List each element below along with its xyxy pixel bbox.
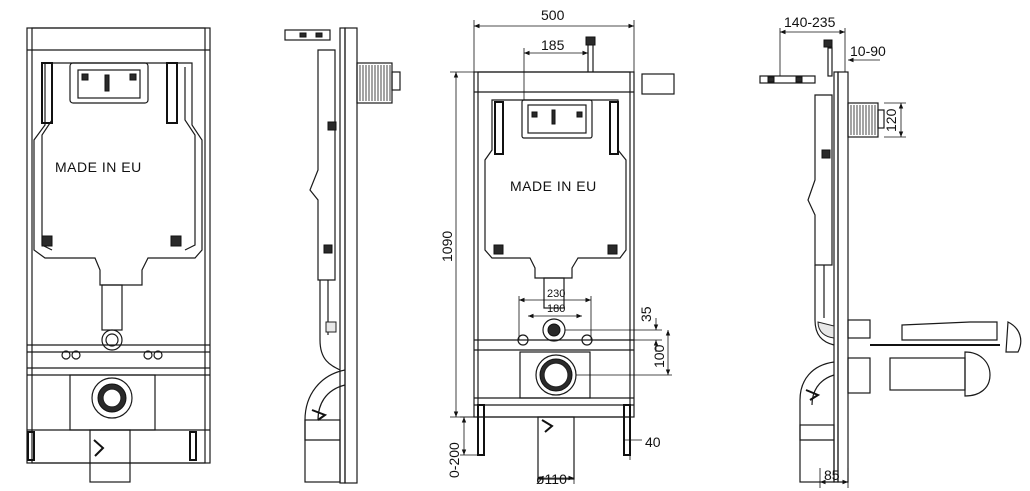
dim-feet-adjust bbox=[460, 416, 478, 456]
dim-depth-range-label: 140-235 bbox=[784, 14, 836, 30]
dim-foot-40-label: 40 bbox=[645, 434, 661, 450]
front-view-marking: MADE IN EU bbox=[55, 159, 142, 175]
dim-width-total-label: 500 bbox=[541, 7, 565, 23]
dim-wall-offset-label: 10-90 bbox=[850, 43, 886, 59]
dim-flush-box-height-label: 120 bbox=[883, 108, 899, 132]
right-ribbed-box bbox=[847, 102, 885, 138]
dim-fixing-outer bbox=[518, 296, 592, 340]
dim-offset-100-label: 100 bbox=[651, 344, 667, 368]
dim-drain-depth bbox=[819, 468, 849, 488]
dim-offset-35 bbox=[565, 318, 662, 352]
side-ribbed-box bbox=[356, 62, 401, 104]
dim-feet-adjust-label: 0-200 bbox=[446, 442, 462, 478]
dim-drain-diameter-label: ø110 bbox=[536, 471, 567, 487]
dim-height-total-label: 1090 bbox=[439, 231, 455, 262]
dim-flush-box-height bbox=[884, 102, 906, 138]
side-view-frame bbox=[284, 27, 401, 484]
dim-foot-40 bbox=[624, 430, 642, 460]
dim-offset-100 bbox=[576, 330, 672, 376]
dim-button-offset bbox=[523, 48, 589, 100]
dim-drain-diameter bbox=[537, 470, 575, 484]
center-view-frame bbox=[473, 36, 675, 480]
dim-button-offset-label: 185 bbox=[541, 37, 565, 53]
center-view-marking: MADE IN EU bbox=[510, 178, 597, 194]
dim-width-total bbox=[473, 20, 635, 72]
dim-depth-range bbox=[779, 28, 846, 76]
dim-fixing-inner-label: 180 bbox=[547, 303, 565, 315]
right-view-frame bbox=[759, 39, 1022, 483]
front-view-frame bbox=[26, 27, 211, 483]
dim-fixing-outer-label: 230 bbox=[547, 288, 565, 300]
dim-drain-depth-label: 85 bbox=[824, 467, 840, 483]
dim-offset-35-label: 35 bbox=[638, 306, 654, 322]
